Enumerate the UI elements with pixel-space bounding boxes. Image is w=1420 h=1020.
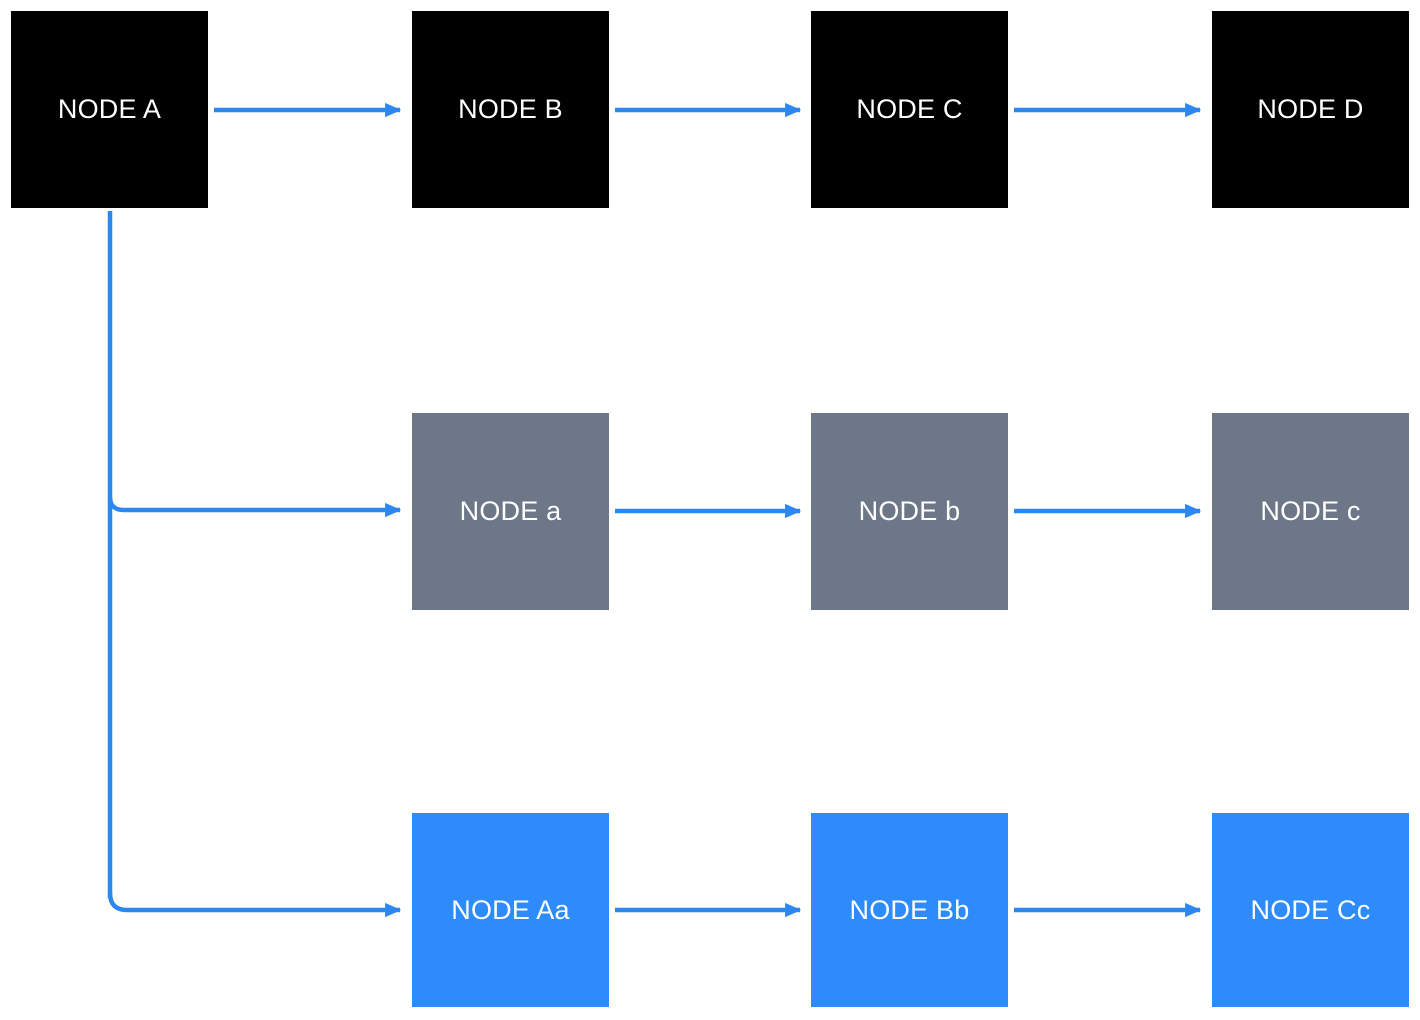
node-label: NODE c xyxy=(1260,496,1361,526)
node-b-lower[interactable]: NODE b xyxy=(811,413,1008,610)
node-label: NODE B xyxy=(458,94,563,124)
node-label: NODE Bb xyxy=(849,894,970,925)
node-label: NODE b xyxy=(858,496,961,526)
node-d-upper[interactable]: NODE D xyxy=(1212,11,1409,208)
node-a-lower[interactable]: NODE a xyxy=(412,413,609,610)
node-c-lower[interactable]: NODE c xyxy=(1212,413,1409,610)
node-label: NODE Aa xyxy=(451,894,570,925)
node-c-upper[interactable]: NODE C xyxy=(811,11,1008,208)
node-label: NODE a xyxy=(459,496,562,526)
node-label: NODE A xyxy=(57,94,162,124)
node-label: NODE D xyxy=(1257,94,1364,124)
edge-A-a xyxy=(107,496,402,518)
node-bb[interactable]: NODE Bb xyxy=(811,813,1008,1007)
node-cc[interactable]: NODE Cc xyxy=(1212,813,1409,1007)
node-aa[interactable]: NODE Aa xyxy=(412,813,609,1007)
node-label: NODE C xyxy=(856,94,963,124)
node-label: NODE Cc xyxy=(1250,894,1371,925)
node-b-upper[interactable]: NODE B xyxy=(412,11,609,208)
edge-A-Aa xyxy=(107,892,402,918)
node-a-upper[interactable]: NODE A xyxy=(11,11,208,208)
